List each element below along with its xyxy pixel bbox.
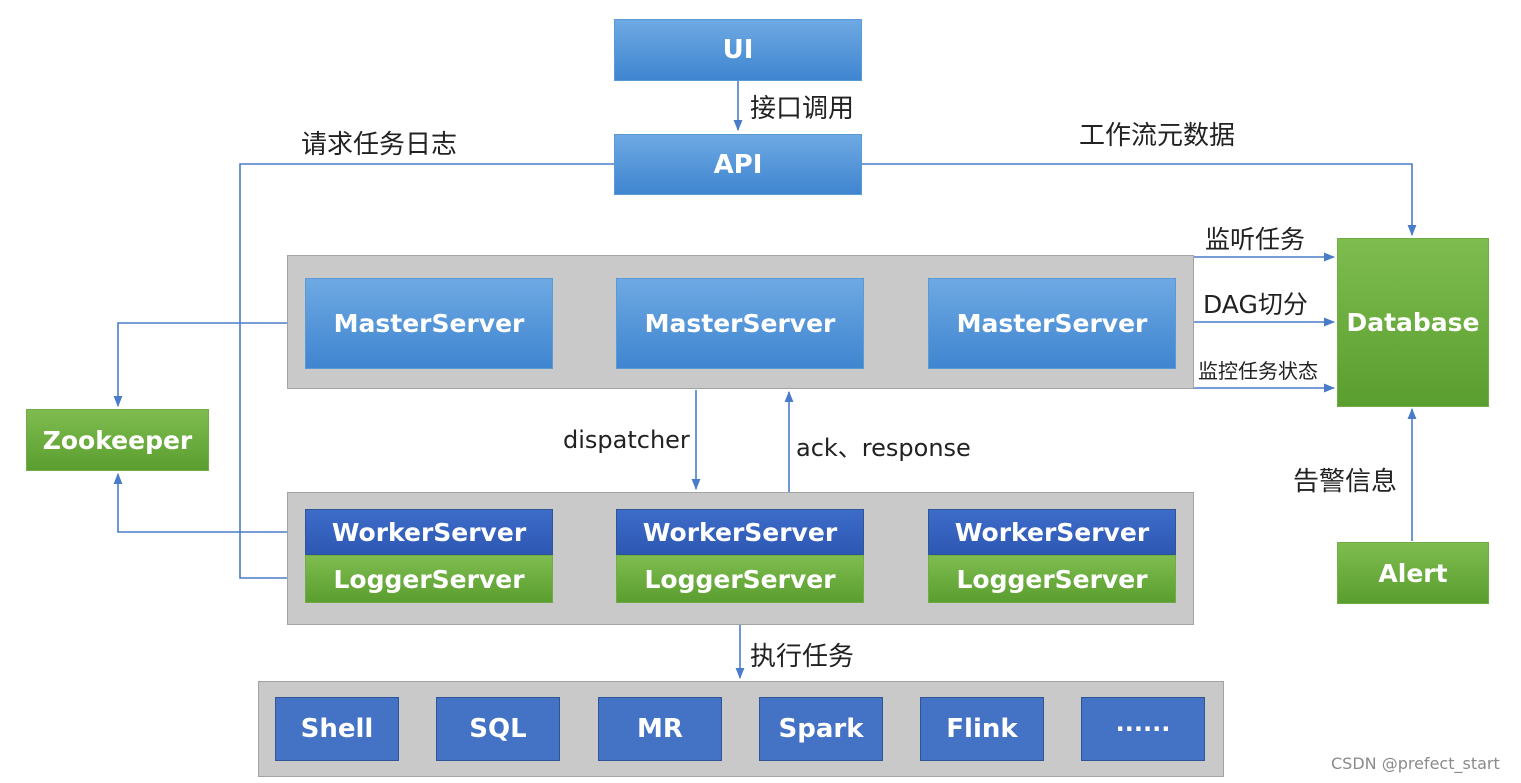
- master-server-3: MasterServer: [928, 278, 1176, 369]
- ui-node: UI: [614, 19, 862, 81]
- alert-node: Alert: [1337, 542, 1489, 604]
- label-workflow-metadata: 工作流元数据: [1079, 121, 1236, 151]
- task-panel: [258, 681, 1224, 777]
- task-more: ······: [1081, 697, 1205, 761]
- label-monitor-task-status: 监控任务状态: [1198, 359, 1318, 383]
- logger-server-1: LoggerServer: [305, 555, 553, 603]
- logger-server-2: LoggerServer: [616, 555, 864, 603]
- master-server-2: MasterServer: [616, 278, 864, 369]
- edge-api-to-database: [862, 163, 1417, 237]
- logger-server-3: LoggerServer: [928, 555, 1176, 603]
- worker-server-3: WorkerServer: [928, 509, 1176, 555]
- label-dag-split: DAG切分: [1203, 290, 1308, 319]
- edge-master-to-zookeeper: [113, 322, 305, 408]
- watermark: CSDN @prefect_start: [1331, 754, 1500, 773]
- edge-worker-to-zookeeper: [113, 472, 305, 533]
- database-node: Database: [1337, 238, 1489, 407]
- worker-server-1: WorkerServer: [305, 509, 553, 555]
- label-alert-info: 告警信息: [1293, 467, 1398, 497]
- task-sql: SQL: [436, 697, 560, 761]
- worker-server-2: WorkerServer: [616, 509, 864, 555]
- task-shell: Shell: [275, 697, 399, 761]
- master-server-1: MasterServer: [305, 278, 553, 369]
- label-request-task-log: 请求任务日志: [301, 130, 458, 160]
- label-ack-response: ack、response: [796, 434, 971, 462]
- label-execute-task: 执行任务: [750, 642, 855, 672]
- api-node: API: [614, 134, 862, 195]
- edge-api-to-logger: [239, 163, 615, 583]
- task-flink: Flink: [920, 697, 1044, 761]
- label-monitor-task: 监听任务: [1205, 225, 1306, 254]
- task-mr: MR: [598, 697, 722, 761]
- zookeeper-node: Zookeeper: [26, 409, 209, 471]
- task-spark: Spark: [759, 697, 883, 761]
- label-dispatcher: dispatcher: [563, 426, 690, 454]
- label-interface-call: 接口调用: [750, 94, 855, 124]
